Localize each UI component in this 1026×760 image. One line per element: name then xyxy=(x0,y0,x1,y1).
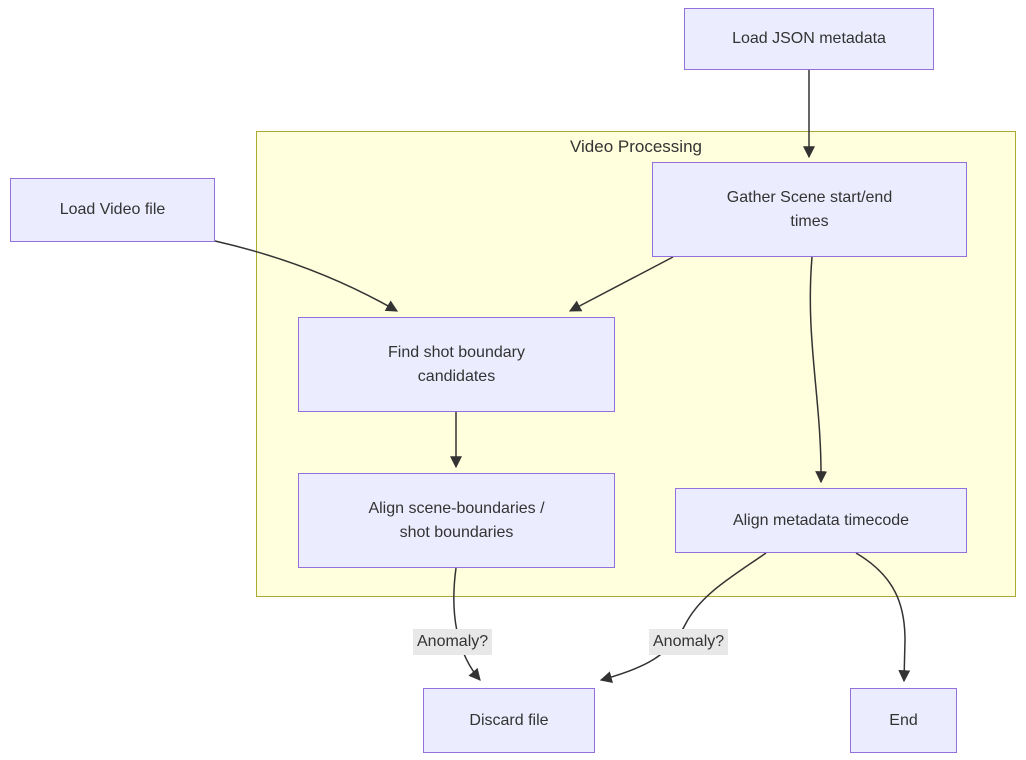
node-end: End xyxy=(850,688,957,753)
node-label: Find shot boundary xyxy=(388,343,525,361)
edge-gather-to-align-meta xyxy=(809,256,828,484)
edge-align-meta-to-end xyxy=(855,552,911,683)
node-label: Gather Scene start/end xyxy=(726,188,893,206)
edge-align-meta-to-discard xyxy=(599,552,767,683)
node-label: Load JSON metadata xyxy=(732,30,886,47)
node-label: Discard file xyxy=(469,711,549,729)
node-load-json-metadata: Load JSON metadata xyxy=(684,8,934,70)
edge-label-anomaly-right: Anomaly? xyxy=(649,629,729,656)
node-find-shot-boundary: Find shot boundary candidates xyxy=(298,317,615,412)
node-label: Align metadata timecode xyxy=(732,511,910,529)
node-align-metadata-timecode: Align metadata timecode xyxy=(675,488,967,553)
node-label: Align scene-boundaries / xyxy=(368,499,545,517)
node-label: times xyxy=(790,212,829,230)
node-label: shot boundaries xyxy=(399,523,514,541)
node-discard-file: Discard file xyxy=(423,688,595,753)
edge-label-anomaly-left: Anomaly? xyxy=(413,629,493,656)
node-label: Load Video file xyxy=(59,201,166,218)
node-label: End xyxy=(889,711,918,729)
node-align-scene-boundaries: Align scene-boundaries / shot boundaries xyxy=(298,473,615,568)
node-load-video-file: Load Video file xyxy=(10,178,215,242)
node-label: candidates xyxy=(417,367,496,385)
edge-gather-to-find xyxy=(568,256,674,312)
edge-load-video-to-find xyxy=(214,240,399,312)
subgraph-title: Video Processing xyxy=(570,137,702,156)
edge-align-scene-to-discard xyxy=(453,567,481,681)
node-gather-scene-times: Gather Scene start/end times xyxy=(652,162,967,257)
